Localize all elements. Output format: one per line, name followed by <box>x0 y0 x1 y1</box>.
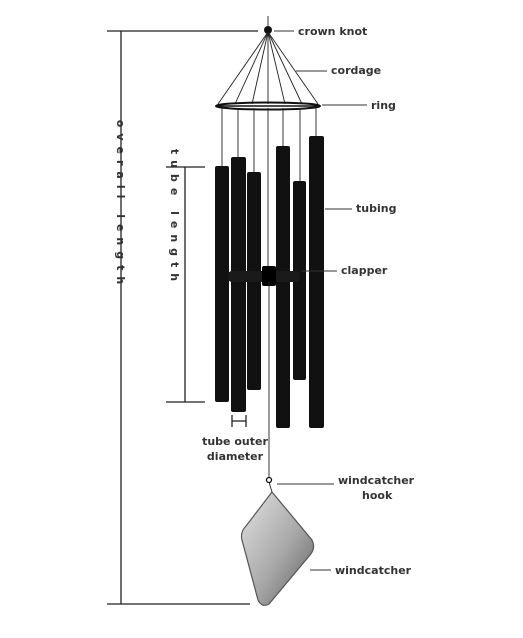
tube-5 <box>293 181 306 380</box>
clapper <box>228 266 300 286</box>
overall-length-label: overall length <box>114 120 127 290</box>
tubing <box>215 136 324 428</box>
tube-length-label: tube length <box>168 149 181 287</box>
tube-outer-diameter-label-line2: diameter <box>207 450 264 463</box>
crown-knot-label: crown knot <box>298 25 367 38</box>
windcatcher-hook-label-line2: hook <box>362 489 393 502</box>
overall-length-label-text: overall length <box>114 120 127 290</box>
tube-2 <box>231 157 246 412</box>
clapper-label: clapper <box>341 264 388 277</box>
tube-4 <box>276 146 290 428</box>
overall-length-dimension <box>107 30 258 605</box>
tube-6 <box>309 136 324 428</box>
tube-length-dimension <box>166 166 205 403</box>
tube-suspension-cords <box>221 108 317 268</box>
windcatcher-label: windcatcher <box>335 564 412 577</box>
crown-knot <box>264 16 272 34</box>
tube-outer-diameter-label-line1: tube outer <box>202 435 268 448</box>
windcatcher-hook <box>265 476 273 493</box>
cordage-label: cordage <box>331 64 381 77</box>
tubing-label: tubing <box>356 202 396 215</box>
leader-lines <box>274 30 367 571</box>
windcatcher <box>240 491 315 606</box>
tube-outer-diameter-dimension <box>231 415 247 427</box>
cordage <box>217 31 319 105</box>
ring-label: ring <box>371 99 396 112</box>
tube-1 <box>215 166 229 402</box>
windcatcher-hook-label-line1: windcatcher <box>338 474 415 487</box>
